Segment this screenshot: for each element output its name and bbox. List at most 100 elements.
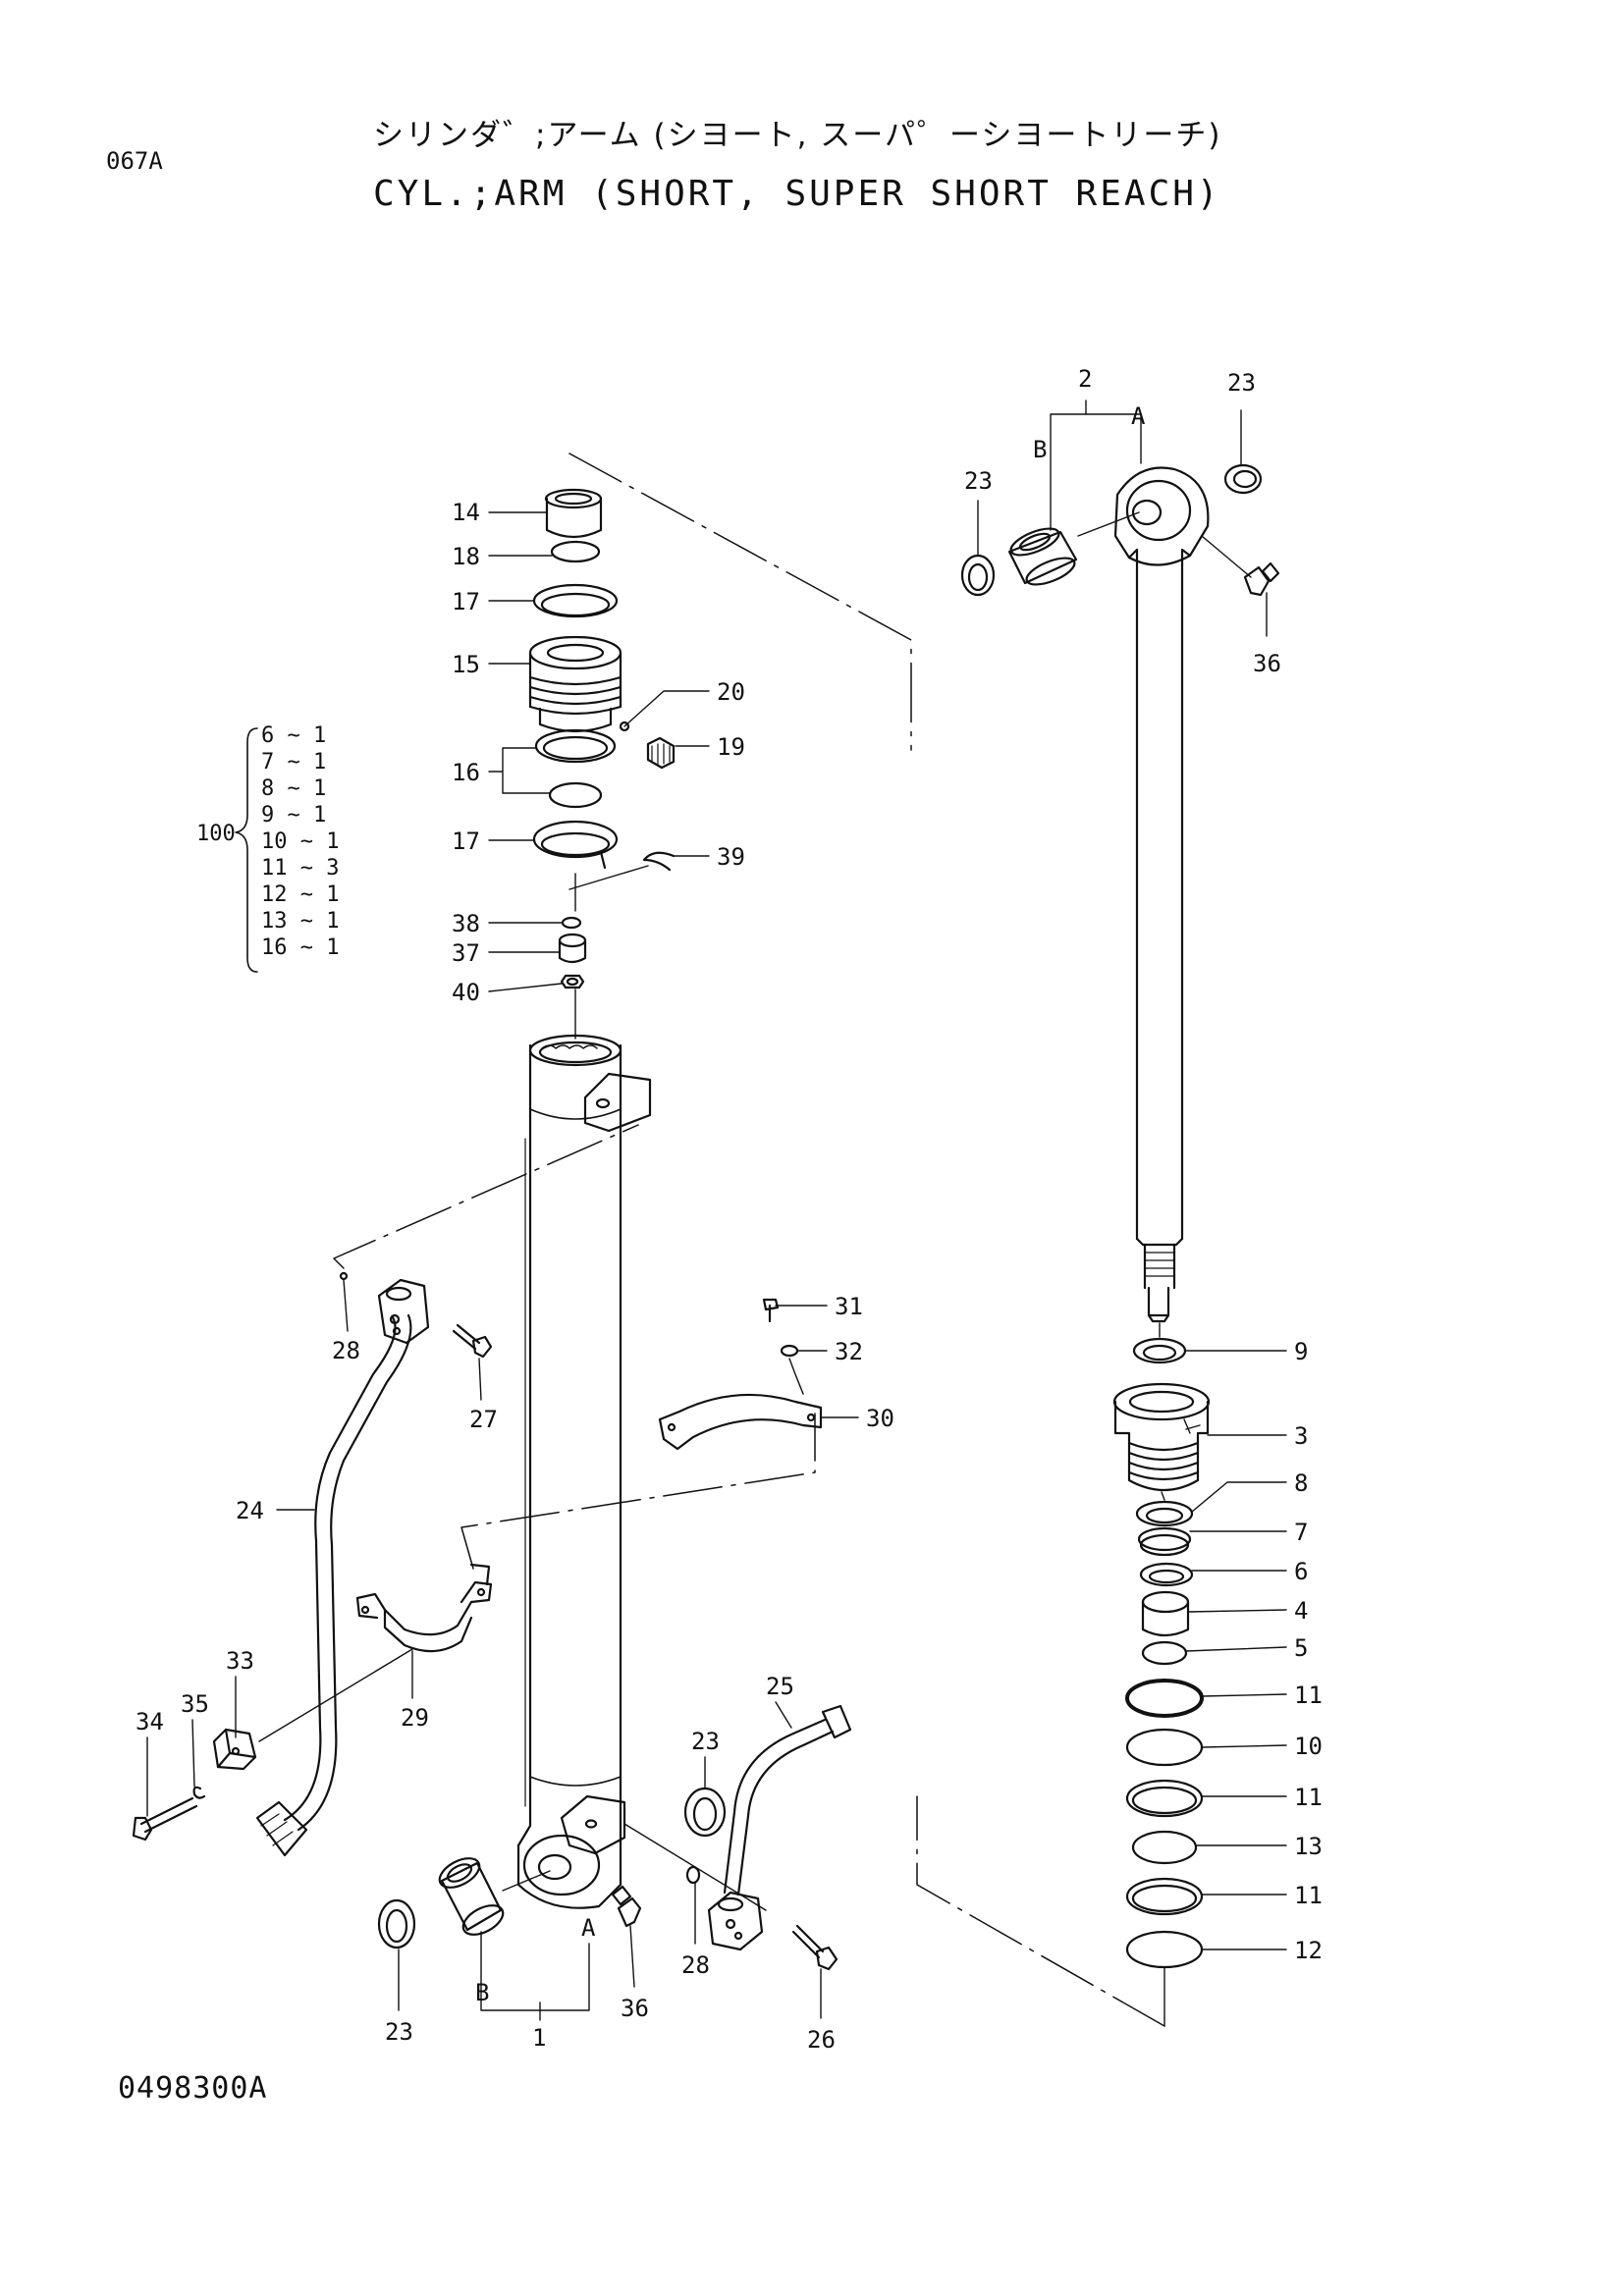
guide-bolt-31 bbox=[788, 1358, 804, 1395]
part-20-ball bbox=[619, 721, 630, 732]
part-35-washer bbox=[192, 1786, 206, 1799]
callout-10: 10 bbox=[1294, 1733, 1323, 1760]
part-6-ring bbox=[1139, 1562, 1194, 1587]
part-11-oring-b bbox=[1125, 1779, 1204, 1818]
callout-9: 9 bbox=[1294, 1338, 1308, 1365]
callout-20: 20 bbox=[717, 678, 745, 706]
kit-brace bbox=[235, 727, 258, 973]
kit-item: 11 ~ 3 bbox=[261, 856, 339, 881]
callout-30: 30 bbox=[866, 1405, 894, 1432]
callout-8: 8 bbox=[1294, 1469, 1308, 1497]
leader-lines bbox=[146, 400, 1287, 2021]
callout-6: 6 bbox=[1294, 1558, 1308, 1585]
callout-a-lower: A bbox=[581, 1914, 596, 1942]
part-28b-fitting bbox=[685, 1865, 764, 1951]
callout-29: 29 bbox=[401, 1704, 429, 1732]
kit-item: 7 ~ 1 bbox=[261, 750, 326, 774]
part-23-washer-upper-right bbox=[1223, 463, 1263, 495]
callout-23: 23 bbox=[1227, 369, 1256, 397]
part-39-snap-ring bbox=[642, 851, 676, 872]
part-23-washer-upper-left bbox=[960, 554, 996, 597]
part-17b-ring bbox=[532, 820, 619, 870]
reference-frame-bottom bbox=[916, 1795, 1165, 2027]
callout-26: 26 bbox=[807, 2026, 836, 2054]
callout-33: 33 bbox=[226, 1647, 254, 1675]
part-30-clamp bbox=[658, 1393, 823, 1451]
title-japanese: シリンダ゛;アーム (シヨート, スーパ゜ーシヨートリーチ) bbox=[373, 118, 1222, 153]
bushing-b-lower bbox=[438, 1857, 505, 1936]
part-11-oring-c bbox=[1125, 1877, 1204, 1916]
part-31-bolt bbox=[762, 1298, 780, 1323]
callout-24: 24 bbox=[236, 1497, 264, 1524]
part-34-bolt bbox=[132, 1796, 198, 1842]
part-11-oring-a bbox=[1125, 1679, 1204, 1718]
kit-list: 100 6 ~ 1 7 ~ 1 8 ~ 1 9 ~ 1 10 ~ 1 11 ~ … bbox=[196, 723, 339, 960]
callout-39: 39 bbox=[717, 843, 745, 871]
callout-34: 34 bbox=[135, 1708, 164, 1735]
callout-14: 14 bbox=[452, 499, 480, 526]
part-28a-fitting bbox=[339, 1271, 430, 1345]
reference-frame-top bbox=[568, 453, 912, 751]
part-27-bolt bbox=[452, 1323, 493, 1359]
callout-28: 28 bbox=[332, 1337, 360, 1364]
bushing-b-upper bbox=[1007, 527, 1078, 586]
callout-labels: 14 18 17 15 20 16 19 17 39 38 37 40 28 2… bbox=[135, 365, 1323, 2054]
part-23-washer-lower-right bbox=[683, 1787, 727, 1838]
page-code: 067A bbox=[106, 147, 163, 175]
part-16-seals bbox=[534, 728, 617, 809]
part-4-nut bbox=[1141, 1590, 1190, 1637]
callout-18: 18 bbox=[452, 543, 480, 570]
callout-16: 16 bbox=[452, 759, 480, 786]
part-32-washer bbox=[780, 1344, 799, 1358]
callout-23: 23 bbox=[964, 467, 993, 495]
callout-11: 11 bbox=[1294, 1784, 1323, 1811]
part-9-ring bbox=[1132, 1337, 1187, 1364]
part-15-cylinder-head bbox=[528, 635, 622, 733]
kit-item: 8 ~ 1 bbox=[261, 776, 326, 801]
callout-23: 23 bbox=[385, 2018, 413, 2046]
callout-35: 35 bbox=[181, 1690, 209, 1718]
part-33-block bbox=[212, 1728, 257, 1771]
callout-27: 27 bbox=[469, 1406, 498, 1433]
callout-17: 17 bbox=[452, 588, 480, 615]
callout-b-lower: B bbox=[475, 1979, 489, 2006]
part-13-ring bbox=[1131, 1830, 1198, 1865]
callout-17: 17 bbox=[452, 828, 480, 855]
part-25-pipe bbox=[723, 1704, 852, 1896]
part-29-clamp bbox=[355, 1563, 493, 1653]
part-8-ring bbox=[1135, 1500, 1194, 1527]
callout-36: 36 bbox=[1253, 650, 1281, 677]
title-english: CYL.;ARM (SHORT, SUPER SHORT REACH) bbox=[373, 174, 1221, 214]
kit-item: 10 ~ 1 bbox=[261, 829, 339, 854]
callout-5: 5 bbox=[1294, 1634, 1308, 1662]
callout-23: 23 bbox=[691, 1728, 720, 1755]
kit-item: 16 ~ 1 bbox=[261, 935, 339, 960]
part-19-setscrew bbox=[646, 736, 676, 770]
kit-item: 13 ~ 1 bbox=[261, 909, 339, 934]
callout-38: 38 bbox=[452, 910, 480, 937]
callout-28: 28 bbox=[681, 1951, 710, 1979]
callout-25: 25 bbox=[766, 1673, 794, 1700]
part-14-bushing bbox=[544, 488, 603, 539]
part-37-sleeve bbox=[558, 933, 587, 964]
part-23-washer-lower-left bbox=[377, 1898, 416, 1949]
callout-b-upper: B bbox=[1033, 436, 1047, 463]
part-38-ring bbox=[561, 916, 582, 930]
guide-snap-ring bbox=[568, 865, 649, 890]
part-18-ring bbox=[550, 540, 601, 563]
part-3-piston bbox=[1112, 1382, 1211, 1491]
part-17a-ring bbox=[532, 583, 619, 618]
part-26-bolt bbox=[791, 1924, 839, 1971]
callout-2: 2 bbox=[1078, 365, 1092, 393]
assembly-axis-right bbox=[1159, 1322, 1165, 2027]
callout-11: 11 bbox=[1294, 1882, 1323, 1909]
guide-block-33 bbox=[258, 1648, 413, 1742]
callout-11: 11 bbox=[1294, 1682, 1323, 1709]
callout-19: 19 bbox=[717, 733, 745, 761]
callout-36: 36 bbox=[621, 1995, 649, 2022]
guide-bushing-upper bbox=[1077, 511, 1140, 537]
callout-31: 31 bbox=[835, 1293, 863, 1320]
guide-pipe-link bbox=[333, 1124, 639, 1269]
callout-37: 37 bbox=[452, 939, 480, 967]
